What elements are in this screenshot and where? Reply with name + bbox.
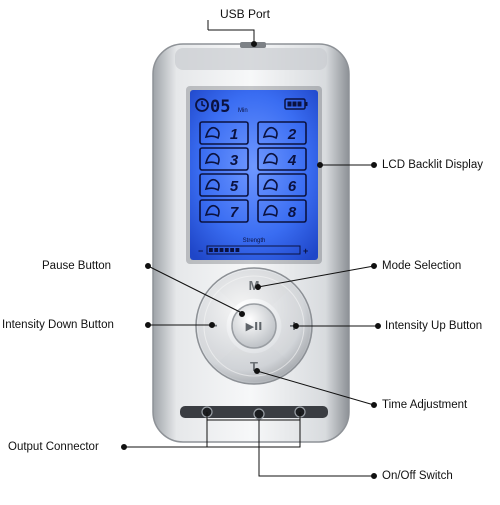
mode-number: 6 bbox=[288, 178, 297, 195]
lcd-screen bbox=[190, 90, 318, 260]
clock-icon bbox=[195, 98, 209, 112]
callout-lines bbox=[121, 20, 381, 479]
label-time-adjustment: Time Adjustment bbox=[382, 399, 468, 411]
body-part-icon bbox=[262, 152, 278, 166]
mode-number: 3 bbox=[230, 152, 239, 169]
mode-number: 1 bbox=[230, 126, 238, 143]
mode-number: 7 bbox=[230, 204, 239, 221]
time-button[interactable] bbox=[214, 346, 294, 383]
strength-segment bbox=[230, 248, 234, 252]
strength-level bbox=[209, 248, 240, 252]
strength-label: Strength bbox=[243, 238, 266, 244]
strength-track bbox=[206, 245, 301, 255]
body-part-icon bbox=[204, 152, 220, 166]
strength-segment bbox=[209, 248, 213, 252]
time-button-label: T bbox=[250, 359, 258, 374]
strength-segment bbox=[224, 248, 229, 252]
label-lcd-backlit-display: LCD Backlit Display bbox=[382, 159, 483, 171]
body-part-icon bbox=[262, 126, 278, 140]
body-part-icon bbox=[262, 204, 278, 218]
lcd-timer: 05 bbox=[210, 97, 230, 117]
strength-segment bbox=[235, 248, 240, 252]
label-usb-port: USB Port bbox=[220, 7, 271, 21]
label-output-connector: Output Connector bbox=[8, 441, 99, 453]
label-mode-selection: Mode Selection bbox=[382, 260, 462, 272]
onoff-switch[interactable] bbox=[253, 408, 265, 420]
device-top-bezel bbox=[175, 48, 327, 70]
mode-button-label: M bbox=[249, 278, 260, 293]
strength-plus: + bbox=[303, 246, 308, 256]
mode-grid: 1 2 3 4 5 6 7 8 bbox=[199, 121, 307, 223]
mode-number: 4 bbox=[287, 152, 297, 169]
label-onoff-switch: On/Off Switch bbox=[382, 470, 453, 482]
label-pause-button: Pause Button bbox=[42, 260, 112, 272]
mode-number: 8 bbox=[288, 204, 297, 221]
body-part-icon bbox=[204, 204, 220, 218]
mode-tile-2: 2 bbox=[257, 121, 307, 145]
lcd-timer-unit: Min bbox=[238, 108, 248, 114]
mode-button[interactable] bbox=[214, 270, 294, 306]
strength-segment bbox=[219, 248, 224, 252]
mode-number: 2 bbox=[287, 126, 297, 143]
mode-tile-3: 3 bbox=[199, 147, 249, 171]
mode-tile-8: 8 bbox=[257, 199, 307, 223]
mode-number: 5 bbox=[230, 178, 239, 195]
mode-tile-4: 4 bbox=[257, 147, 307, 171]
mode-tile-7: 7 bbox=[199, 199, 249, 223]
mode-tile-5: 5 bbox=[199, 173, 249, 197]
play-pause-label: ▶II bbox=[246, 320, 263, 333]
body-part-icon bbox=[262, 178, 278, 192]
mode-tile-6: 6 bbox=[257, 173, 307, 197]
strength-segment bbox=[214, 248, 219, 252]
label-intensity-down-button: Intensity Down Button bbox=[2, 319, 114, 331]
mode-tile-1: 1 bbox=[199, 121, 249, 145]
body-part-icon bbox=[204, 126, 220, 140]
label-intensity-up-button: Intensity Up Button bbox=[385, 320, 483, 332]
body-part-icon bbox=[204, 178, 220, 192]
strength-minus: − bbox=[198, 246, 203, 256]
